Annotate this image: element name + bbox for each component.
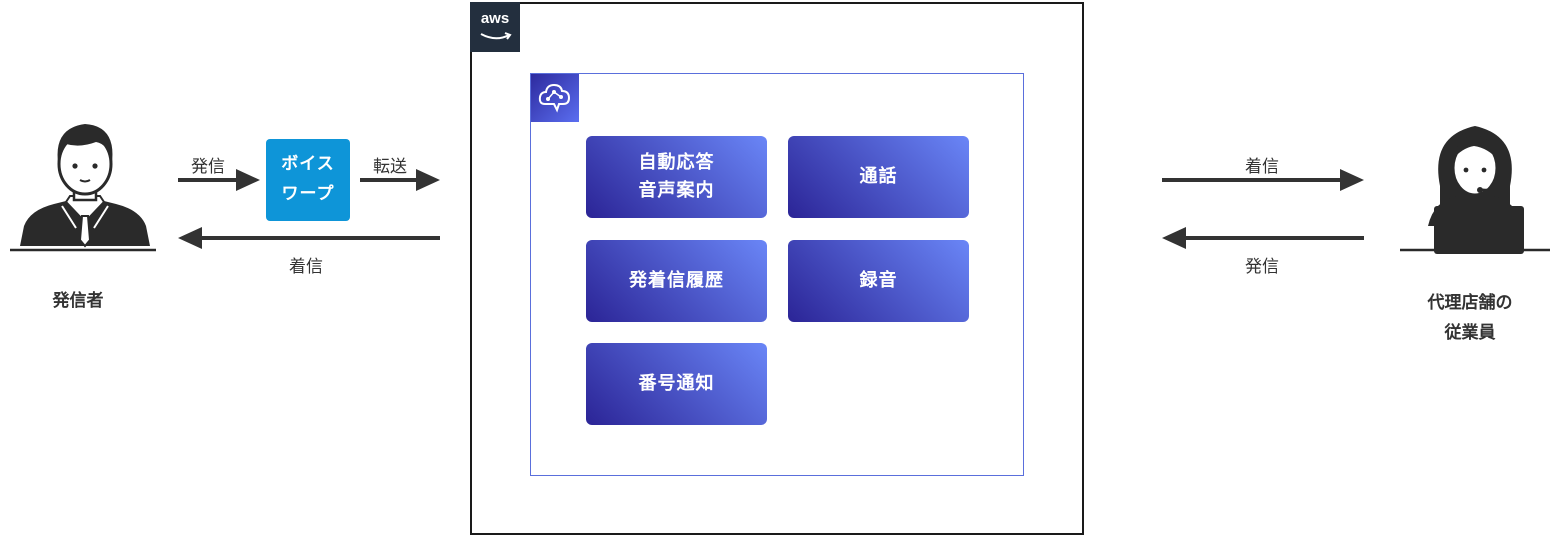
headset-operator-icon (1400, 126, 1550, 254)
feature-call: 通話 (788, 136, 969, 218)
aws-cloud-frame (470, 2, 1084, 535)
forward-arrow (360, 169, 440, 191)
agent-label-line1: 代理店舗の (1427, 293, 1513, 313)
outgoing-call-arrow (178, 169, 260, 191)
outgoing-call-label-right: 発信 (1245, 257, 1279, 277)
feature-call-history: 発着信履歴 (586, 240, 767, 322)
aws-smile-icon (480, 32, 512, 40)
businessman-icon (10, 124, 156, 252)
outgoing-call-arrow-right (1162, 227, 1364, 249)
amazon-connect-icon (531, 74, 579, 122)
aws-logo: aws (470, 2, 520, 52)
outgoing-call-label: 発信 (191, 157, 225, 177)
voicewarp-box: ボイス ワープ (266, 139, 350, 221)
feature-auto-response: 自動応答 音声案内 (586, 136, 767, 218)
caller-label: 発信者 (52, 291, 104, 311)
incoming-label-left: 着信 (289, 257, 323, 277)
incoming-arrow-left (178, 227, 440, 249)
amazon-connect-frame (530, 73, 1024, 476)
cloud-speech-icon (538, 83, 571, 113)
feature-recording: 録音 (788, 240, 969, 322)
feature-caller-id: 番号通知 (586, 343, 767, 425)
incoming-arrow-right (1162, 169, 1364, 191)
agent-label-line2: 従業員 (1444, 323, 1496, 343)
incoming-label-right: 着信 (1245, 157, 1279, 177)
aws-logo-text: aws (480, 10, 510, 27)
forward-label: 転送 (373, 157, 407, 177)
